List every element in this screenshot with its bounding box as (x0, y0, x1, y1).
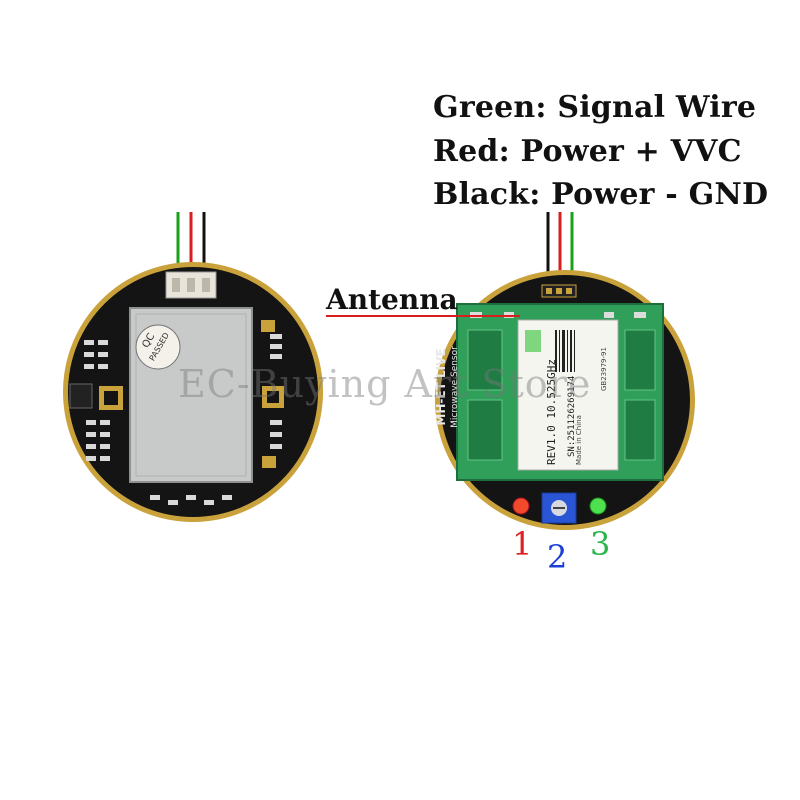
legend-black: Black: Power - GND (433, 177, 769, 212)
green-led (589, 497, 607, 515)
barcode (555, 330, 575, 372)
marker-2: 2 (547, 538, 568, 576)
marker-3: 3 (590, 525, 611, 563)
antenna-label: Antenna (326, 283, 458, 316)
red-led (512, 497, 530, 515)
qc-sticker (135, 324, 181, 370)
watermark: EC-Buying Art Store (178, 362, 592, 406)
marker-1: 1 (512, 525, 533, 563)
module-code-text: GB23979-91 (600, 347, 608, 391)
legend-red: Red: Power + VVC (433, 134, 742, 169)
legend-green: Green: Signal Wire (433, 90, 757, 125)
